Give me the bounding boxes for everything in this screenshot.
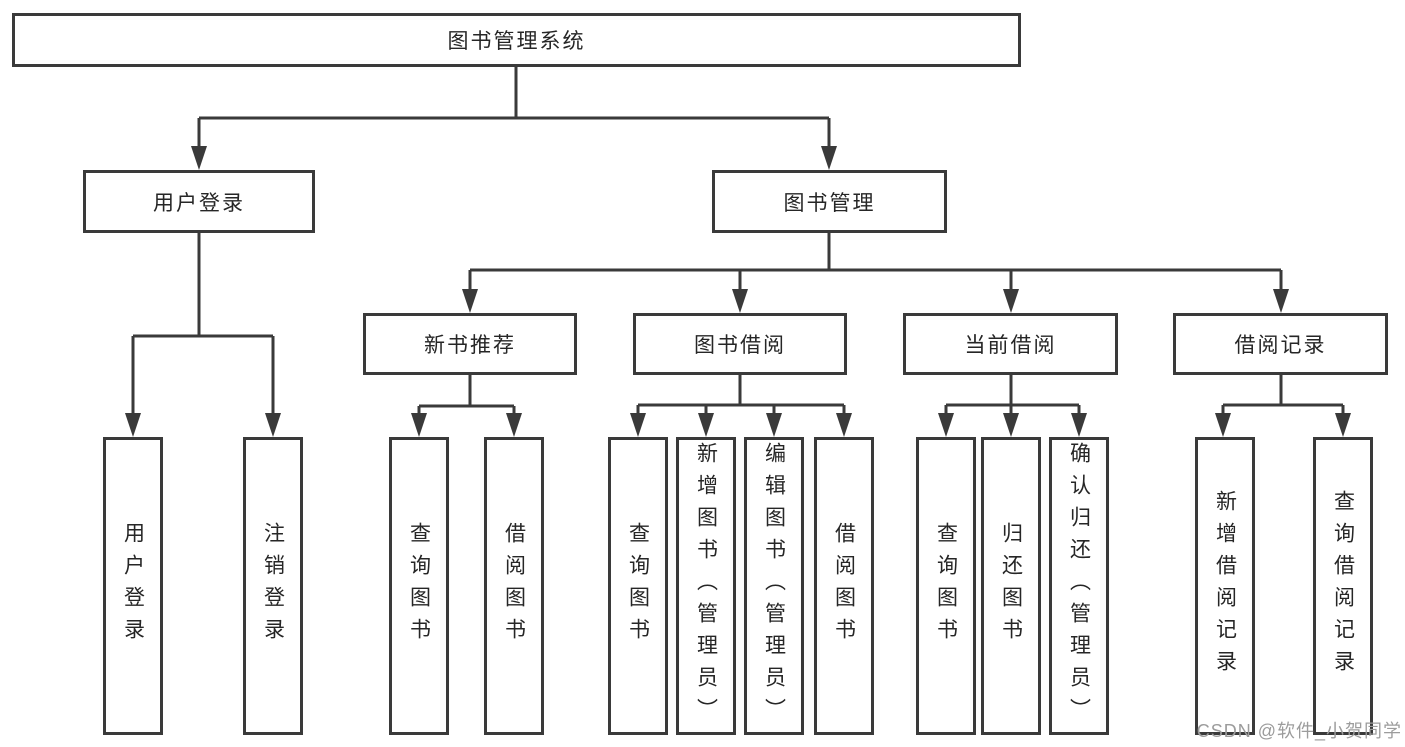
leaf-edit-books-admin: 编辑图书（管理员） <box>744 437 804 735</box>
node-current-borrowing-label: 当前借阅 <box>964 334 1057 357</box>
node-new-book-recommend: 新书推荐 <box>363 313 577 375</box>
leaf-query-books-current-label: 查询图书 <box>934 522 958 650</box>
leaf-user-login: 用户登录 <box>103 437 163 735</box>
node-current-borrowing: 当前借阅 <box>903 313 1118 375</box>
leaf-user-login-label: 用户登录 <box>121 522 145 650</box>
node-book-management: 图书管理 <box>712 170 947 233</box>
leaf-add-books-admin: 新增图书（管理员） <box>676 437 736 735</box>
leaf-query-borrow-record: 查询借阅记录 <box>1313 437 1373 735</box>
leaf-confirm-return-admin: 确认归还（管理员） <box>1049 437 1109 735</box>
leaf-add-borrow-record: 新增借阅记录 <box>1195 437 1255 735</box>
leaf-return-books: 归还图书 <box>981 437 1041 735</box>
connector-current-borrowing-children <box>938 375 1087 437</box>
leaf-add-books-admin-label: 新增图书（管理员） <box>694 442 718 730</box>
node-borrowing-records-label: 借阅记录 <box>1234 334 1327 357</box>
leaf-query-books-borrowing: 查询图书 <box>608 437 668 735</box>
node-library-system: 图书管理系统 <box>12 13 1021 67</box>
watermark: CSDN @软件_小贺同学 <box>1196 721 1402 741</box>
node-library-system-label: 图书管理系统 <box>447 30 586 53</box>
leaf-return-books-label: 归还图书 <box>999 522 1023 650</box>
leaf-confirm-return-admin-label: 确认归还（管理员） <box>1067 442 1091 730</box>
leaf-add-borrow-record-label: 新增借阅记录 <box>1213 490 1237 682</box>
leaf-query-borrow-record-label: 查询借阅记录 <box>1331 490 1355 682</box>
leaf-borrow-books-recommend-label: 借阅图书 <box>502 522 526 650</box>
node-book-management-label: 图书管理 <box>783 191 876 215</box>
leaf-borrow-books: 借阅图书 <box>814 437 874 735</box>
connector-user-login-children <box>125 233 281 437</box>
leaf-query-books-current: 查询图书 <box>916 437 976 735</box>
leaf-logout: 注销登录 <box>243 437 303 735</box>
connector-book-borrowing-children <box>630 375 852 437</box>
leaf-query-books-recommend-label: 查询图书 <box>407 522 431 650</box>
leaf-borrow-books-recommend: 借阅图书 <box>484 437 544 735</box>
node-user-login-label: 用户登录 <box>153 191 245 215</box>
leaf-query-books-recommend: 查询图书 <box>389 437 449 735</box>
connector-borrowing-records-children <box>1215 375 1351 437</box>
node-book-borrowing-label: 图书借阅 <box>694 334 786 357</box>
node-borrowing-records: 借阅记录 <box>1173 313 1388 375</box>
connector-root-to-level2 <box>191 67 837 170</box>
connector-new-book-recommend-children <box>411 375 522 437</box>
node-new-book-recommend-label: 新书推荐 <box>424 334 516 357</box>
leaf-edit-books-admin-label: 编辑图书（管理员） <box>762 442 786 730</box>
node-user-login: 用户登录 <box>83 170 315 233</box>
leaf-logout-label: 注销登录 <box>261 522 285 650</box>
leaf-query-books-borrowing-label: 查询图书 <box>626 522 650 650</box>
node-book-borrowing: 图书借阅 <box>633 313 847 375</box>
leaf-borrow-books-label: 借阅图书 <box>832 522 856 650</box>
connector-book-management-children <box>462 233 1289 313</box>
